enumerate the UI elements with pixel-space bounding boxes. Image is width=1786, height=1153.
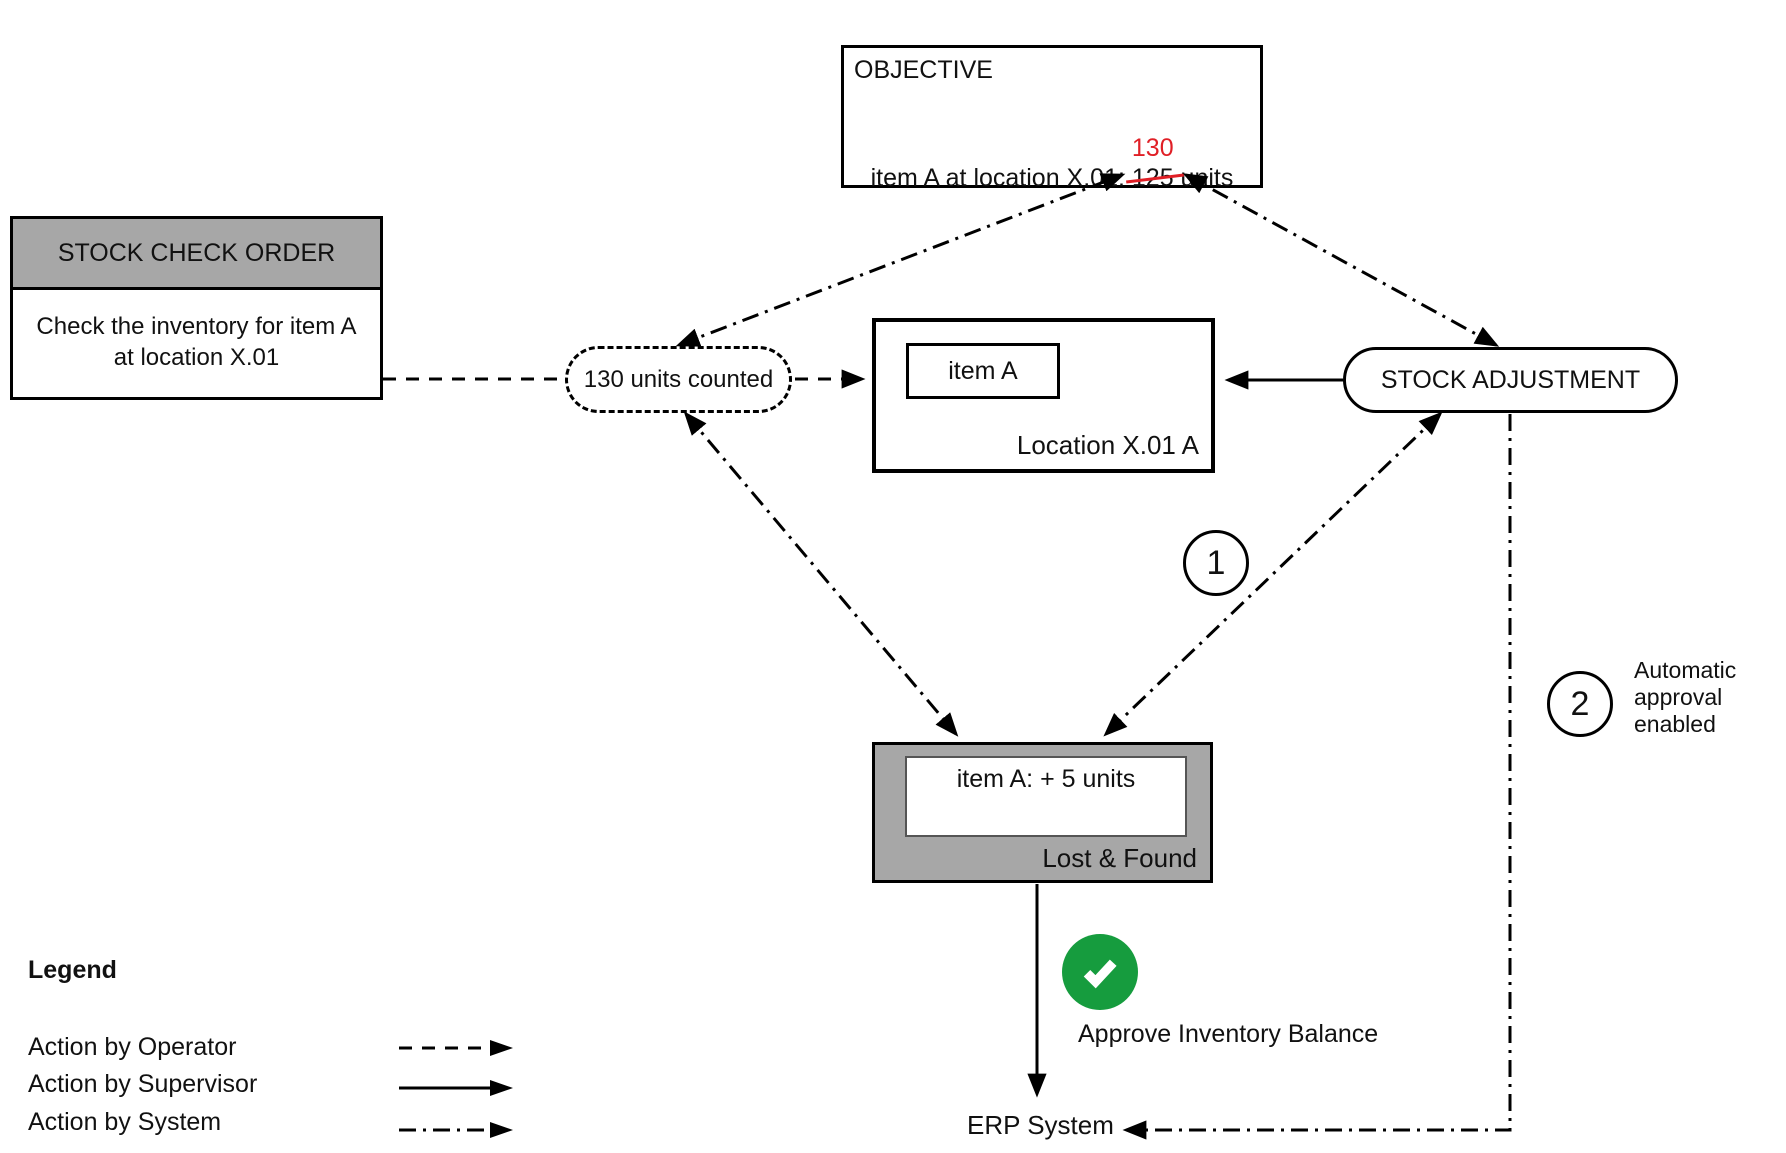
approve-check-icon bbox=[1062, 934, 1138, 1010]
objective-line-prefix: item A at location X.01: bbox=[870, 164, 1132, 192]
stock-adjustment-node: STOCK ADJUSTMENT bbox=[1343, 347, 1678, 413]
legend-item-supervisor: Action by Supervisor bbox=[28, 1070, 258, 1098]
connector-adjustment-to-objective bbox=[1182, 173, 1500, 347]
legend-dashed-arrow-icon bbox=[399, 1040, 513, 1056]
stock-check-order-line1: Check the inventory for item A bbox=[36, 313, 357, 340]
objective-line-suffix: units bbox=[1173, 164, 1234, 192]
item-a-box: item A bbox=[906, 343, 1060, 399]
lost-and-found-box: item A: + 5 units Lost & Found bbox=[872, 742, 1213, 883]
lost-and-found-adjustment: item A: + 5 units bbox=[905, 756, 1187, 837]
units-counted-node: 130 units counted bbox=[565, 346, 792, 413]
lost-and-found-item-label: item A: + 5 units bbox=[956, 765, 1136, 793]
lost-and-found-label: Lost & Found bbox=[1042, 843, 1197, 873]
step-2-note: Automatic approval enabled bbox=[1634, 657, 1737, 737]
legend-title: Legend bbox=[28, 956, 117, 984]
erp-system-label: ERP System bbox=[967, 1110, 1114, 1140]
step-1-number: 1 bbox=[1206, 543, 1226, 582]
step-1-marker: 1 bbox=[1183, 530, 1249, 596]
legend-item-operator: Action by Operator bbox=[28, 1033, 237, 1061]
location-label: Location X.01 A bbox=[1016, 430, 1199, 460]
stock-check-order-box: STOCK CHECK ORDER Check the inventory fo… bbox=[10, 216, 383, 400]
stock-adjustment-label: STOCK ADJUSTMENT bbox=[1380, 365, 1641, 394]
objective-new-value: 130 bbox=[1131, 134, 1174, 162]
objective-value-line: item A at location X.01: 125130 units bbox=[844, 134, 1260, 193]
location-box: item A Location X.01 A bbox=[872, 318, 1215, 473]
step-2-marker: 2 bbox=[1547, 671, 1613, 737]
units-counted-label: 130 units counted bbox=[583, 365, 774, 393]
objective-title: OBJECTIVE bbox=[854, 56, 993, 84]
stock-check-order-header: STOCK CHECK ORDER bbox=[13, 219, 380, 290]
legend-item-system: Action by System bbox=[28, 1108, 222, 1136]
legend-dashdot-arrow-icon bbox=[399, 1122, 513, 1138]
stock-check-order-line2: at location X.01 bbox=[113, 344, 280, 371]
check-icon bbox=[1083, 959, 1117, 989]
item-a-label: item A bbox=[948, 356, 1018, 385]
legend-solid-arrow-icon bbox=[399, 1080, 513, 1096]
step-2-number: 2 bbox=[1570, 684, 1590, 723]
approve-inventory-balance-label: Approve Inventory Balance bbox=[1078, 1020, 1379, 1048]
objective-old-value-wrap: 125130 bbox=[1125, 134, 1184, 193]
stock-check-order-title: STOCK CHECK ORDER bbox=[57, 238, 336, 267]
stock-check-order-body: Check the inventory for item A at locati… bbox=[13, 290, 380, 394]
objective-box: OBJECTIVE item A at location X.01: 12513… bbox=[841, 45, 1263, 192]
